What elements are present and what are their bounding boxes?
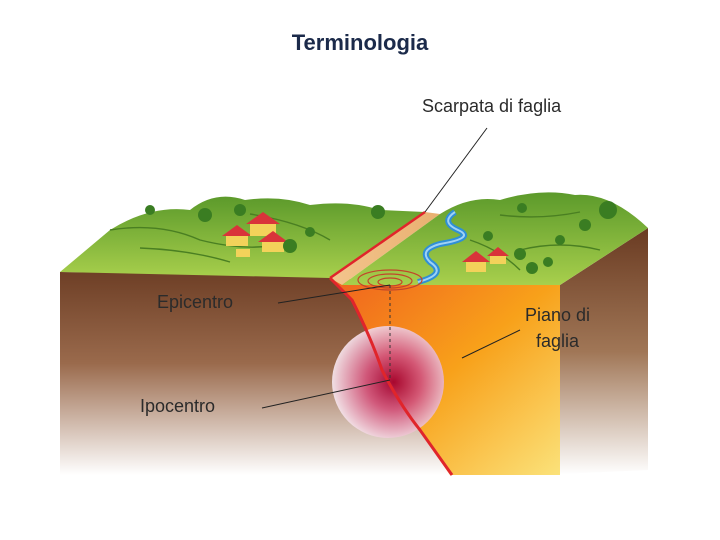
fault-plane-label-line2: faglia (525, 328, 590, 354)
epicenter-label: Epicentro (157, 292, 233, 313)
fault-plane-label-line1: Piano di (525, 302, 590, 328)
fault-scarp-label: Scarpata di faglia (422, 96, 561, 117)
hypocenter-label: Ipocentro (140, 396, 215, 417)
fault-plane-label: Piano di faglia (525, 302, 590, 354)
scarp-leader (425, 128, 487, 212)
